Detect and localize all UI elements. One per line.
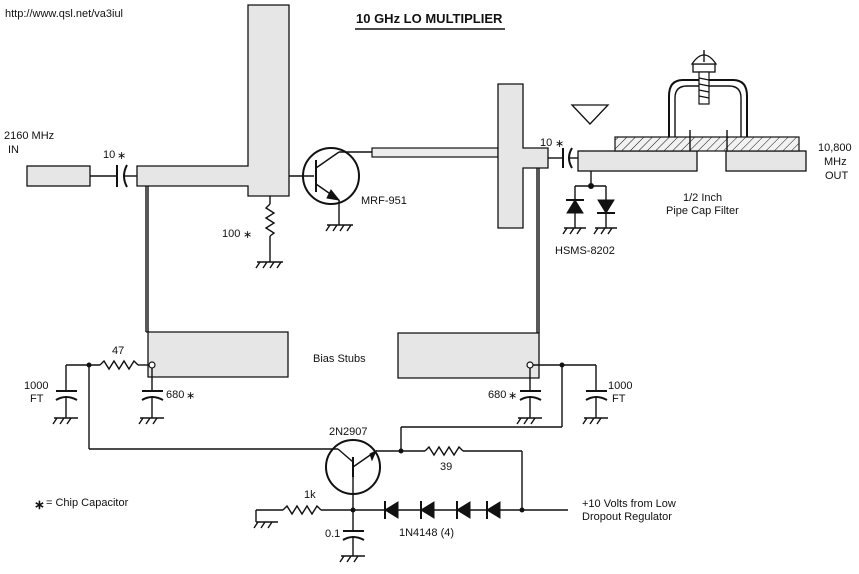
output-cap-value: 10 [540,137,552,149]
input-label-freq: 2160 MHz [4,130,54,142]
output-label-mhz: MHz [824,156,847,168]
cap-680-right-label: 680 [488,389,506,401]
filter-label-name: Pipe Cap Filter [666,205,739,217]
source-url: http://www.qsl.net/va3iul [5,8,123,20]
ground-symbol [138,417,164,425]
matching-stub-pad [136,4,290,197]
supply-label-line2: Dropout Regulator [582,511,672,523]
ground-symbol [255,261,283,269]
pipe-cap-filter [668,50,748,137]
resistor-1k [282,504,322,516]
tuning-marker-icon [570,104,610,125]
ground-symbol [52,417,78,425]
cap-1000-right-sub: FT [612,393,626,405]
filter-label-size: 1/2 Inch [683,192,722,204]
diagram-title: 10 GHz LO MULTIPLIER [356,11,503,26]
transistor-mrf951-label: MRF-951 [361,195,407,207]
cap-680-left-star: ∗ [186,390,195,402]
cap-1000-left-label: 1000 [24,380,48,392]
diode-pair-label: HSMS-8202 [555,245,615,257]
diode-string [384,501,501,519]
capacitor-1000ft-left [55,390,78,401]
resistor-47 [99,359,139,371]
output-label-out: OUT [825,170,849,182]
ground-symbol [339,555,365,563]
ground-symbol [325,224,353,232]
resistor-100 [264,203,276,237]
resistor-100-star: ∗ [243,229,252,241]
bias-stub-right [397,332,540,379]
ground-symbol [582,417,608,425]
capacitor-1000ft-right [585,390,608,401]
resistor-1k-label: 1k [304,489,316,501]
diode-string-label: 1N4148 (4) [399,527,454,539]
ground-symbol [516,417,542,425]
ground-symbol [253,509,283,529]
cross-stub-filter [497,83,549,229]
bias-stub-left [146,331,289,378]
resistor-100-label: 100 [222,228,240,240]
legend-star: ∗ [34,497,45,512]
bias-stubs-label: Bias Stubs [313,353,366,365]
capacitor-680-left [141,390,164,401]
legend-text: = Chip Capacitor [46,497,129,509]
output-cap-star: ∗ [555,138,564,150]
diode-down [597,199,615,214]
transistor-2n2907-label: 2N2907 [329,426,368,438]
resistor-47-label: 47 [112,345,124,357]
output-microstrip-right [725,150,807,172]
input-microstrip [26,165,91,187]
cap-680-right-star: ∗ [508,390,517,402]
output-microstrip-left [577,150,698,172]
capacitor-680-right [519,390,542,401]
resistor-39 [424,445,464,457]
input-label-in: IN [8,144,19,156]
diode-up [566,199,584,214]
ground-symbol [562,227,617,235]
capacitor-0-1 [342,530,365,541]
capacitor-0-1-label: 0.1 [325,528,340,540]
supply-label-line1: +10 Volts from Low [582,498,676,510]
cap-1000-right-label: 1000 [608,380,632,392]
cap-1000-left-sub: FT [30,393,44,405]
input-cap-value: 10 [103,149,115,161]
input-cap-star: ∗ [117,150,126,162]
collector-microstrip [371,147,499,158]
cap-680-left-label: 680 [166,389,184,401]
resistor-39-label: 39 [440,461,452,473]
pipe-cap-base [614,136,800,152]
output-label-freq: 10,800 [818,142,852,154]
